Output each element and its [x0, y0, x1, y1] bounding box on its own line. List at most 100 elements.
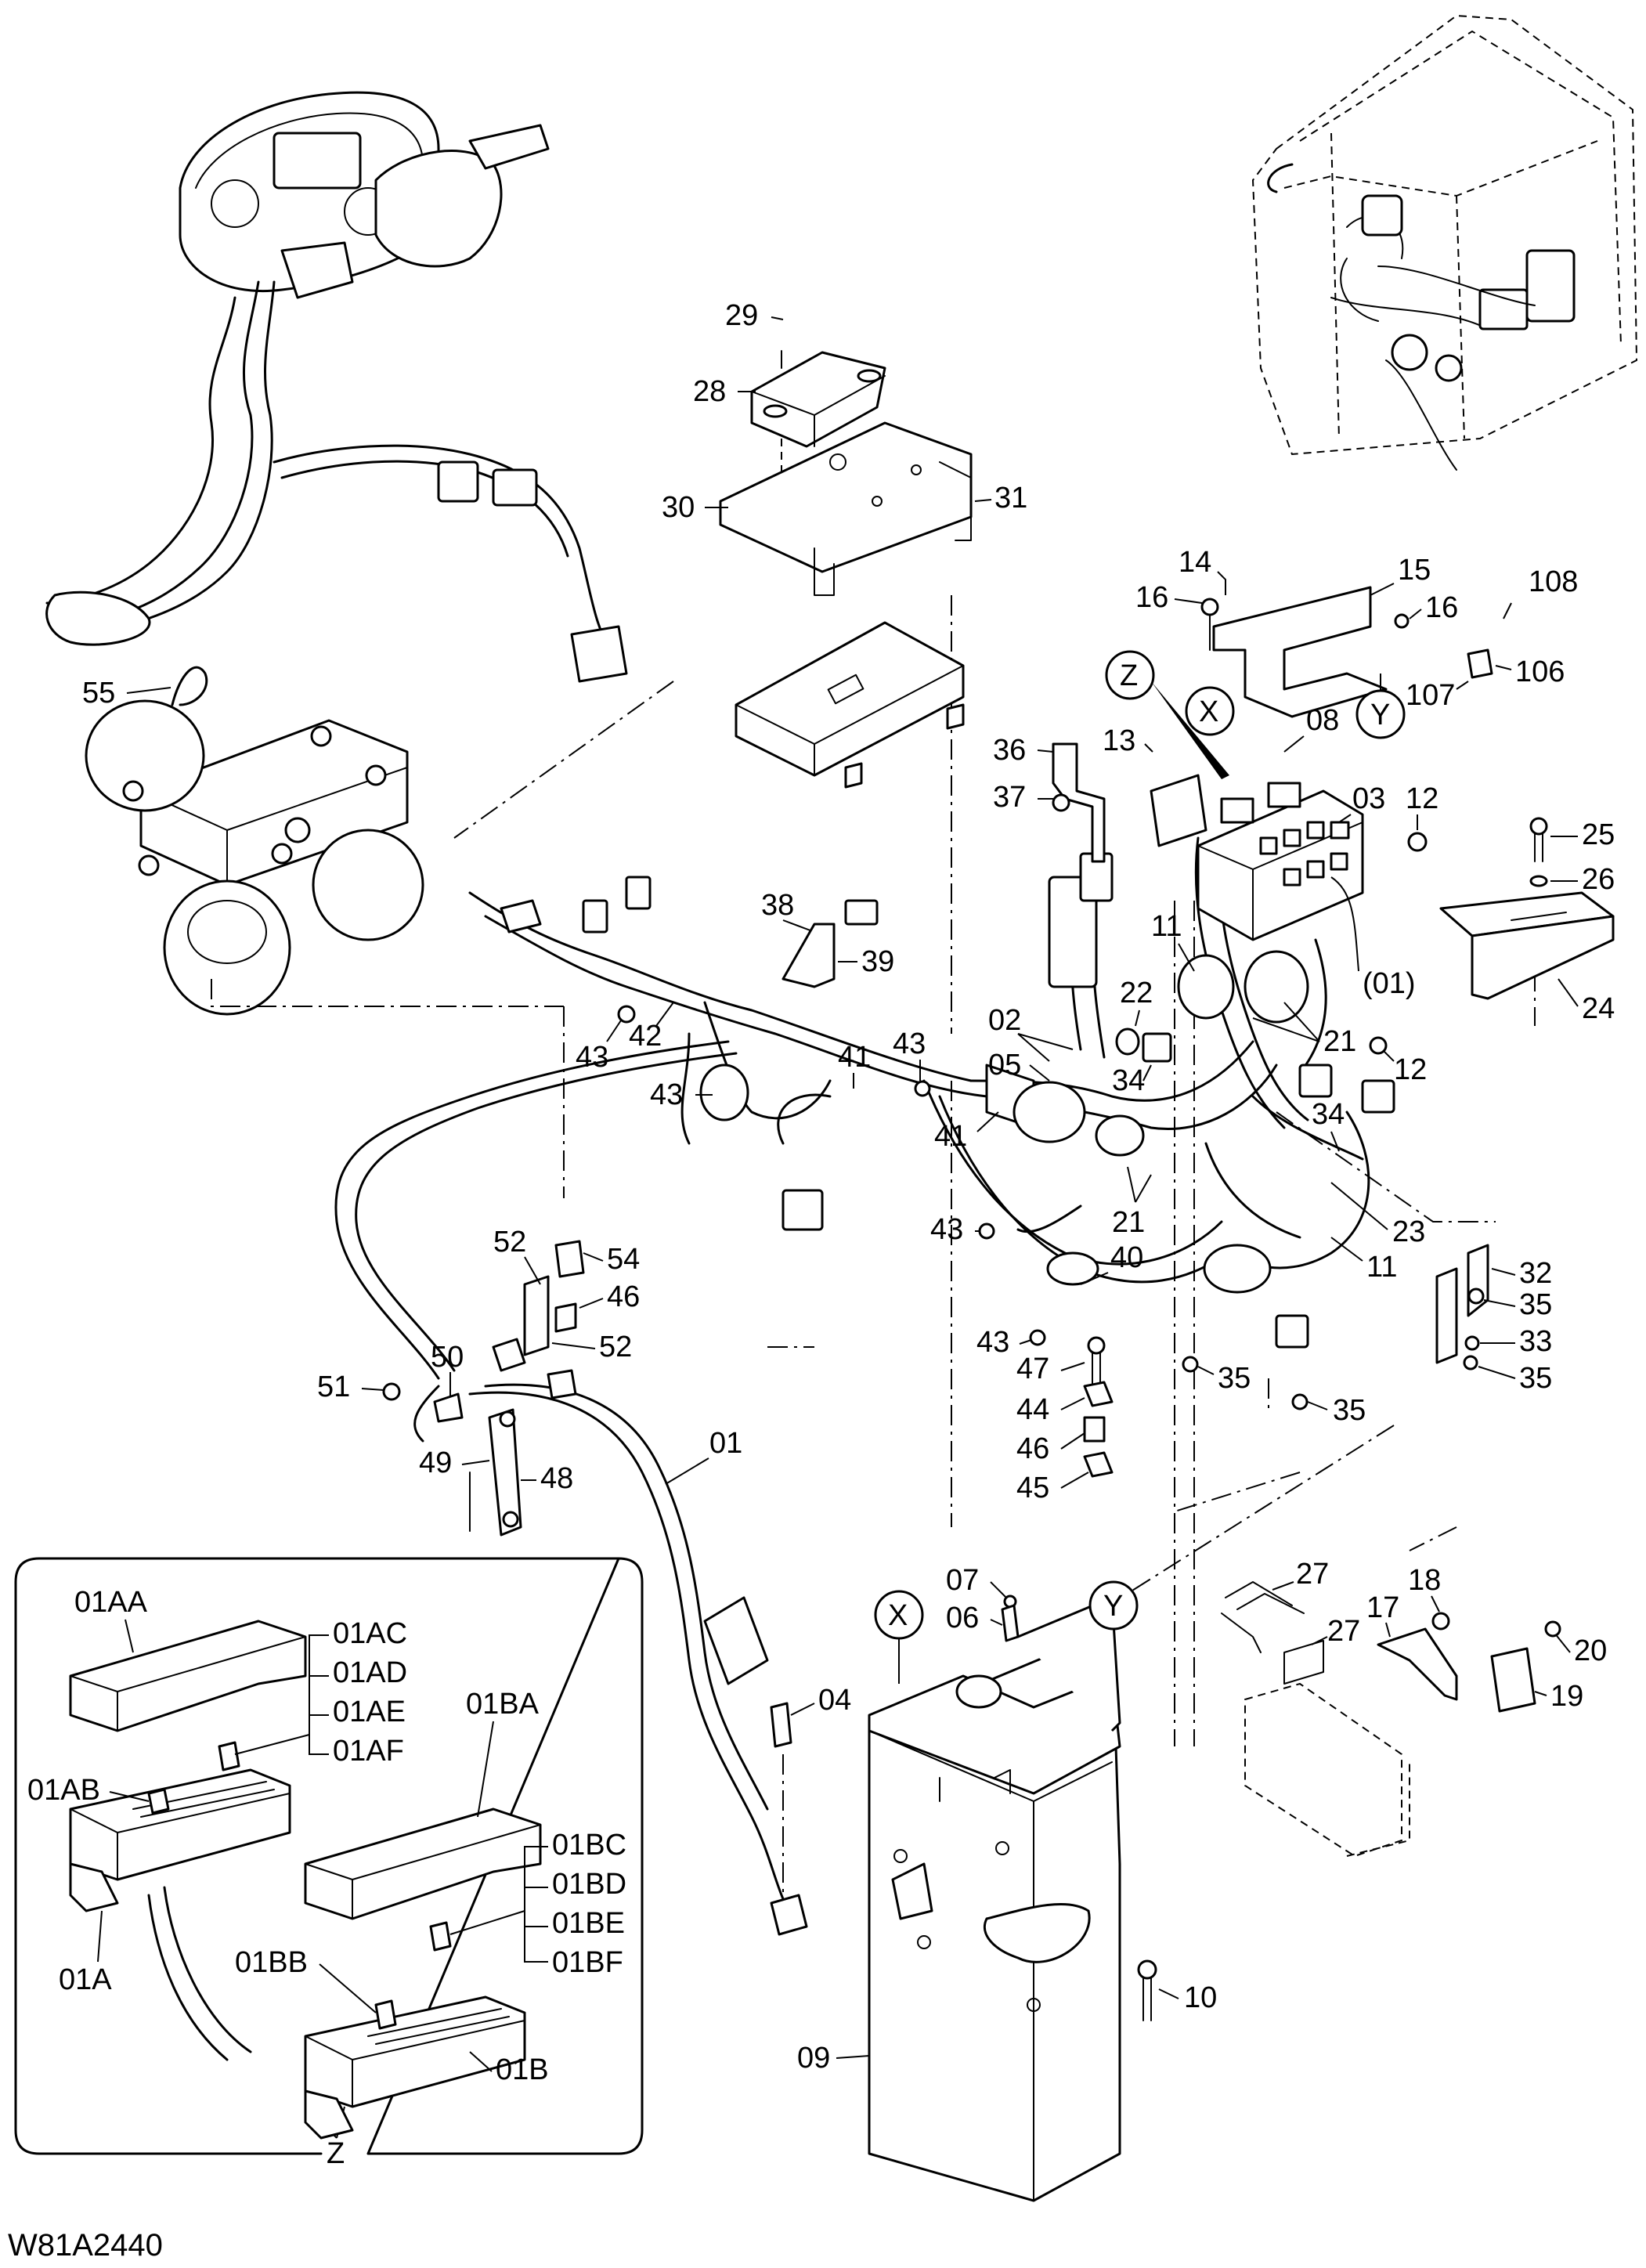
svg-text:37: 37: [993, 781, 1026, 814]
bracket-24: [1439, 891, 1615, 1000]
svg-text:108: 108: [1529, 565, 1578, 598]
svg-text:29: 29: [725, 299, 758, 332]
controller-and-plate: [719, 350, 973, 596]
callout-10: 10: [1137, 1959, 1217, 2021]
svg-text:50: 50: [431, 1341, 464, 1374]
callout-01AD: 01AD: [333, 1656, 407, 1689]
callout-22: 22: [1115, 977, 1153, 1056]
callout-01-paren: (01): [1330, 876, 1416, 1000]
svg-text:25: 25: [1582, 818, 1615, 851]
callout-01BB: 01BB: [235, 1946, 377, 2013]
svg-text:46: 46: [607, 1280, 640, 1313]
svg-text:26: 26: [1582, 863, 1615, 896]
callout-26: 26: [1529, 863, 1615, 896]
lower-controller-dotted: [1244, 1682, 1410, 1858]
svg-text:12: 12: [1394, 1053, 1427, 1086]
callout-46-b: 46: [554, 1280, 640, 1333]
svg-text:49: 49: [419, 1446, 452, 1479]
callout-11-b: 11: [1330, 1237, 1397, 1284]
callout-01AC: 01AC: [234, 1617, 407, 1755]
callout-51: 51: [317, 1371, 401, 1403]
svg-text:36: 36: [993, 734, 1026, 767]
svg-text:13: 13: [1103, 724, 1135, 757]
svg-text:01AE: 01AE: [333, 1696, 406, 1728]
relay-19: [1490, 1647, 1536, 1713]
svg-text:35: 35: [1333, 1394, 1366, 1427]
svg-text:43: 43: [930, 1213, 963, 1246]
callout-55: 55: [82, 666, 208, 710]
svg-text:09: 09: [797, 2042, 830, 2075]
callout-28: 28: [693, 375, 756, 408]
callout-31: 31: [974, 482, 1027, 515]
callout-24: 24: [1558, 978, 1615, 1025]
callout-40: 40: [1080, 1241, 1143, 1285]
callout-19: 19: [1534, 1680, 1583, 1713]
svg-text:15: 15: [1398, 554, 1431, 587]
callout-47: 47: [1016, 1352, 1085, 1385]
svg-text:16: 16: [1135, 581, 1168, 614]
callout-11-a: 11: [1151, 910, 1195, 972]
relay-bracket-assembly: [85, 699, 424, 1016]
callout-34-a: 34: [1112, 1064, 1152, 1097]
callout-43-c: 43: [650, 1078, 713, 1111]
callout-15: 15: [1370, 554, 1431, 596]
callout-30: 30: [662, 491, 728, 524]
svg-text:02: 02: [988, 1004, 1021, 1037]
svg-text:35: 35: [1519, 1362, 1552, 1395]
svg-text:01BD: 01BD: [552, 1868, 626, 1901]
svg-text:39: 39: [861, 945, 894, 978]
callout-35-c: 35: [1182, 1356, 1251, 1395]
callout-43-b: 43: [893, 1027, 931, 1097]
svg-text:35: 35: [1519, 1288, 1552, 1321]
svg-text:07: 07: [946, 1564, 979, 1597]
callout-23: 23: [1330, 1182, 1425, 1248]
callout-01AF: 01AF: [333, 1735, 404, 1768]
callout-37: 37: [993, 781, 1070, 814]
callout-42: 42: [629, 1002, 674, 1053]
svg-text:41: 41: [838, 1041, 871, 1074]
svg-text:(01): (01): [1363, 967, 1416, 1000]
svg-text:X: X: [888, 1599, 908, 1632]
callout-14: 14: [1179, 546, 1226, 595]
svg-text:01AB: 01AB: [27, 1774, 100, 1807]
svg-text:Y: Y: [1103, 1590, 1123, 1623]
svg-text:06: 06: [946, 1602, 979, 1634]
svg-text:17: 17: [1366, 1591, 1399, 1624]
clamp-27-b: [1283, 1640, 1324, 1685]
callout-32: 32: [1491, 1257, 1552, 1290]
svg-text:35: 35: [1218, 1362, 1251, 1395]
callout-01AA: 01AA: [74, 1586, 148, 1653]
bracket-32-33: [1435, 1244, 1489, 1371]
callout-02: 02: [988, 1004, 1074, 1062]
svg-text:46: 46: [1016, 1432, 1049, 1465]
callout-03: 03: [1330, 782, 1385, 840]
svg-text:106: 106: [1515, 655, 1565, 688]
reference-lines: [211, 469, 1536, 1746]
callout-41-b: 41: [934, 1111, 999, 1153]
bracket-17: [1377, 1612, 1458, 1701]
ecu-box-drawing: [735, 621, 965, 789]
connector-01a-drawing: [69, 1620, 307, 2061]
relay-box-drawing: [1150, 774, 1364, 941]
callout-50: 50: [431, 1341, 464, 1423]
svg-text:01BE: 01BE: [552, 1907, 625, 1940]
callout-01BC: 01BC: [449, 1829, 626, 1963]
svg-text:34: 34: [1312, 1098, 1345, 1131]
bolt-25: [1529, 817, 1548, 862]
svg-text:Y: Y: [1370, 699, 1390, 731]
callout-46-a: 46: [1016, 1432, 1085, 1465]
view-marker-x-top: X: [1185, 686, 1235, 736]
svg-text:19: 19: [1550, 1680, 1583, 1713]
svg-text:54: 54: [607, 1243, 640, 1276]
callout-41-a: 41: [838, 1041, 871, 1089]
clamp-27-a: [1221, 1581, 1305, 1653]
svg-text:43: 43: [893, 1027, 926, 1060]
callout-01BE: 01BE: [552, 1907, 625, 1940]
svg-text:01AA: 01AA: [74, 1586, 148, 1619]
callout-49: 49: [419, 1446, 490, 1532]
callout-08: 08: [1283, 704, 1339, 753]
callout-01B: 01B: [469, 2051, 549, 2086]
svg-text:41: 41: [934, 1120, 967, 1153]
callout-01BA: 01BA: [466, 1688, 540, 1818]
